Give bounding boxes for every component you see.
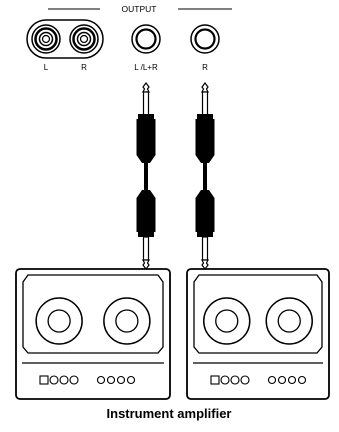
speaker-center — [215, 309, 239, 333]
control-knob — [116, 375, 126, 385]
rca-left-label: L — [44, 63, 49, 72]
speaker-center — [277, 309, 301, 333]
control-knob — [96, 375, 106, 385]
control-knob — [230, 375, 240, 385]
phone-jack-left-mono[interactable] — [131, 24, 161, 54]
speaker-cone — [203, 297, 251, 345]
plug-tip — [201, 259, 209, 270]
speaker-grille — [193, 274, 323, 354]
plug-sleeve — [142, 236, 150, 261]
control-knob — [267, 375, 277, 385]
control-knob — [49, 375, 59, 385]
cable-right — [195, 82, 215, 270]
speaker-cone — [265, 297, 313, 345]
plug-sleeve — [201, 91, 209, 116]
control-knob — [297, 375, 307, 385]
plug-strain-relief — [136, 155, 156, 163]
output-header: OUTPUT — [48, 4, 232, 14]
plug-collar — [197, 114, 213, 119]
speaker-center — [47, 309, 71, 333]
cable-cord — [144, 163, 148, 190]
amplifier-left — [15, 268, 171, 400]
amplifier-cabinet — [186, 268, 330, 400]
plug-body — [136, 119, 156, 155]
plug-strain-relief — [195, 155, 215, 163]
control-knob — [126, 375, 136, 385]
rca-jack-block: L R — [26, 19, 104, 72]
amplifier-right — [186, 268, 330, 400]
control-knob — [277, 375, 287, 385]
rca-jack-left[interactable] — [31, 24, 61, 54]
rca-jack-right[interactable] — [69, 24, 99, 54]
plug-collar — [197, 232, 213, 237]
plug-sleeve — [201, 236, 209, 261]
power-switch — [39, 375, 49, 385]
plug-tip — [201, 82, 209, 93]
plug-tip — [142, 259, 150, 270]
plug-body — [195, 198, 215, 232]
cable-left — [136, 82, 156, 270]
control-knob — [59, 375, 69, 385]
plug-sleeve — [142, 91, 150, 116]
plug-strain-relief — [195, 190, 215, 198]
plug-collar — [138, 114, 154, 119]
speaker-center — [115, 309, 139, 333]
cable-cord — [203, 163, 207, 190]
rca-right-label: R — [81, 63, 87, 72]
control-knob — [220, 375, 230, 385]
plug-body — [136, 198, 156, 232]
amplifier-cabinet — [15, 268, 171, 400]
plug-body — [195, 119, 215, 155]
phone-right-label: R — [202, 63, 208, 72]
caption: Instrument amplifier — [107, 406, 232, 421]
speaker-cone — [35, 297, 83, 345]
plug-collar — [138, 232, 154, 237]
output-label: OUTPUT — [122, 4, 157, 14]
control-knob — [240, 375, 250, 385]
control-knob — [287, 375, 297, 385]
power-switch — [210, 375, 220, 385]
control-knob — [69, 375, 79, 385]
control-knob — [106, 375, 116, 385]
plug-strain-relief — [136, 190, 156, 198]
speaker-grille — [22, 274, 164, 354]
phone-jack-right[interactable] — [190, 24, 220, 54]
phone-left-mono-label: L /L+R — [134, 63, 158, 72]
plug-tip — [142, 82, 150, 93]
speaker-cone — [103, 297, 151, 345]
